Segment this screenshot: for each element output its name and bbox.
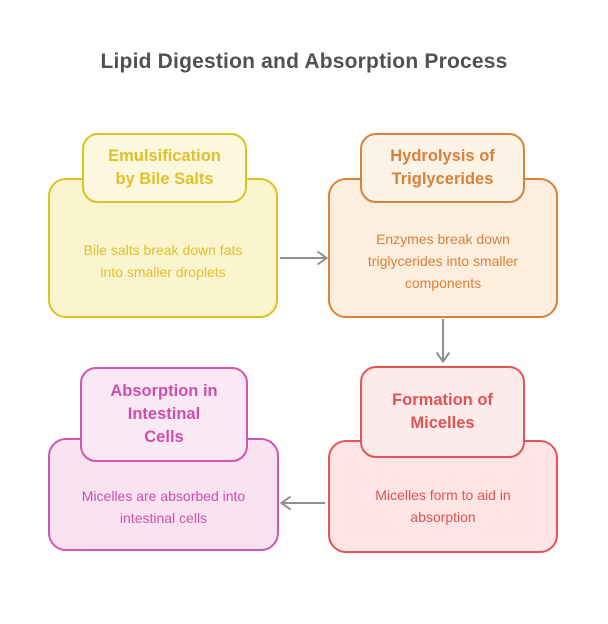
node-header: Hydrolysis of Triglycerides [360,133,525,203]
node-label: Formation of Micelles [392,391,493,432]
arrow-left-micelles-to-absorption [279,495,325,511]
node-label: Hydrolysis of Triglycerides [390,147,495,188]
arrow-down-hydrolysis-to-micelles [435,319,451,364]
node-description: Micelles are absorbed into intestinal ce… [81,487,246,526]
diagram-title: Lipid Digestion and Absorption Process [100,50,508,73]
node-label: Absorption in Intestinal Cells [110,382,218,446]
node-body: Micelles form to aid in absorption [328,440,558,553]
node-description: Micelles form to aid in absorption [375,486,511,525]
node-header: Formation of Micelles [360,366,525,458]
node-description: Bile salts break down fats into smaller … [83,241,243,280]
node-header: Absorption in Intestinal Cells [80,367,248,462]
node-body: Enzymes break down triglycerides into sm… [328,178,558,318]
node-description: Enzymes break down triglycerides into sm… [367,230,519,291]
node-header: Emulsification by Bile Salts [82,133,247,203]
node-label: Emulsification by Bile Salts [108,147,221,188]
arrow-right-emulsification-to-hydrolysis [280,250,329,266]
